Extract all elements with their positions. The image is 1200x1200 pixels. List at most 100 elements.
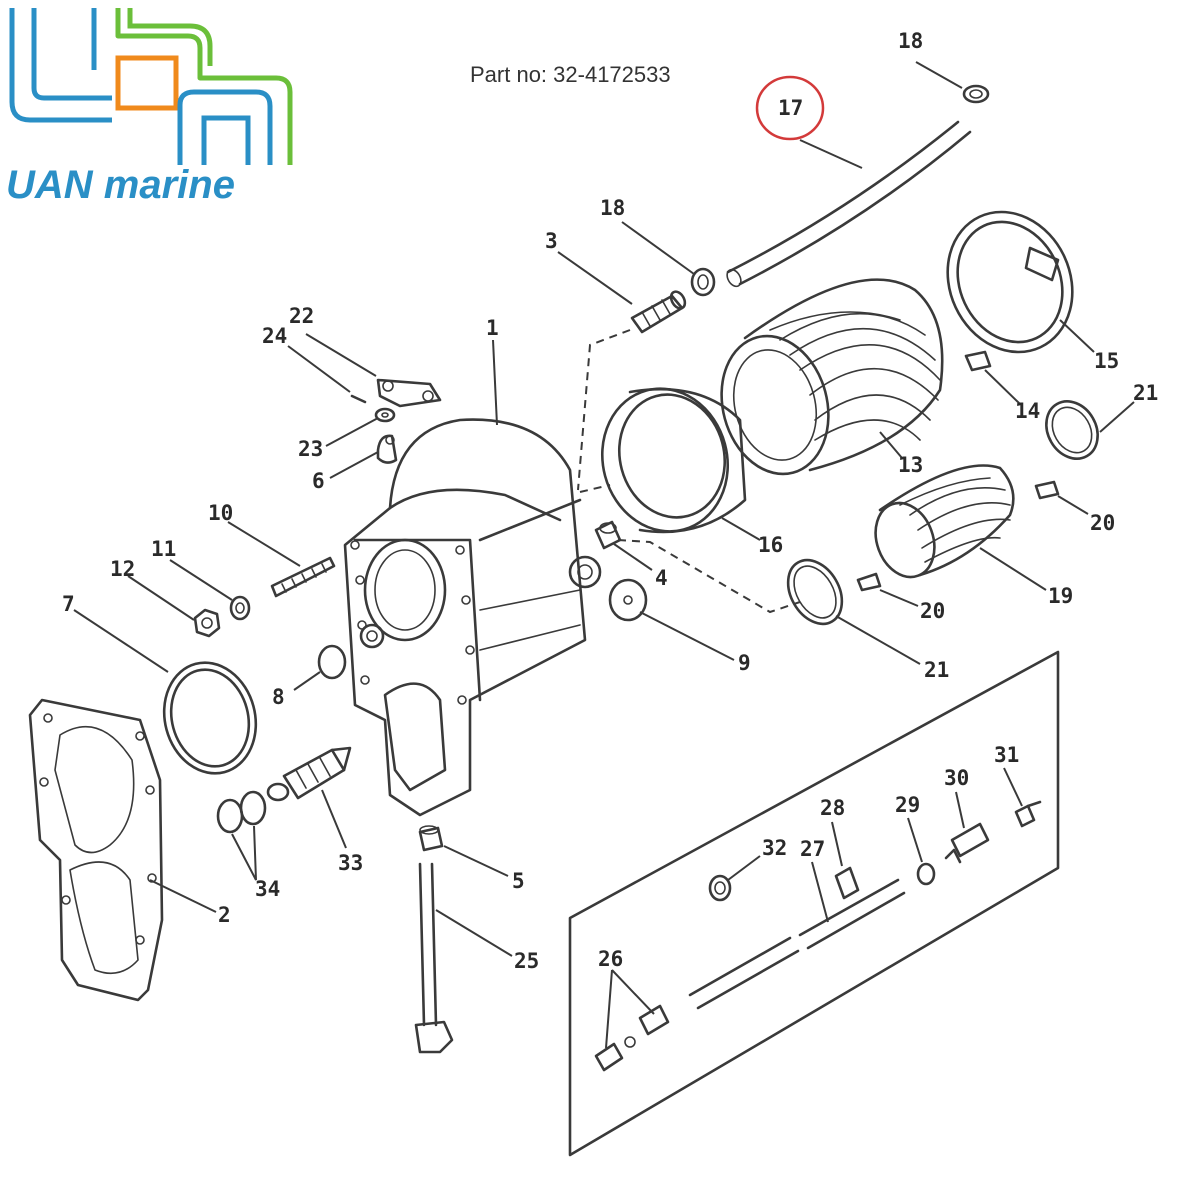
leader-31: [1003, 767, 1023, 807]
callout-34: 34: [255, 877, 280, 901]
fitting-26: [594, 1004, 670, 1072]
leader-3: [557, 251, 633, 305]
leader-7: [73, 609, 169, 673]
pin-24: [350, 394, 367, 404]
callout-1: 1: [486, 316, 499, 340]
ring-16: [600, 387, 747, 534]
logo-blue-outer: [9, 8, 112, 123]
leader-29: [907, 817, 923, 863]
fitting-28: [834, 866, 860, 900]
oring-7: [162, 661, 258, 775]
callout-18-top: 18: [898, 29, 923, 53]
oring-29: [916, 862, 936, 886]
leader-14: [984, 369, 1021, 405]
stud-10: [270, 556, 336, 598]
leader-24: [287, 345, 351, 393]
brand-name: UAN marine: [6, 163, 235, 207]
leader-11: [169, 559, 233, 601]
leader-18-mid: [621, 221, 695, 275]
leader-9: [639, 611, 735, 661]
leader-33: [321, 789, 347, 849]
leader-25: [435, 909, 513, 957]
plug-4: [594, 520, 622, 550]
hose-17: [726, 120, 972, 288]
callout-29: 29: [895, 793, 920, 817]
leader-20-upper: [1057, 495, 1089, 515]
clamp-18-top: [962, 84, 990, 104]
callout-19: 19: [1048, 584, 1073, 608]
logo-blue-n-inner: [201, 115, 251, 165]
leader-6: [329, 451, 379, 479]
valve-33: [266, 746, 352, 802]
fitting-31: [1014, 800, 1042, 828]
bellows-13: [720, 278, 944, 476]
tube-25: [414, 862, 454, 1054]
logo-green-path-inner: [127, 8, 213, 66]
callout-6: 6: [312, 469, 325, 493]
callout-28: 28: [820, 796, 845, 820]
callout-26: 26: [598, 947, 623, 971]
callout-3: 3: [545, 229, 558, 253]
leader-8: [293, 671, 321, 691]
leader-4: [613, 543, 653, 571]
fitting-3: [630, 290, 687, 334]
oring-34a: [216, 798, 244, 834]
callout-20-upper: 20: [1090, 511, 1115, 535]
oring-8: [317, 644, 347, 680]
logo-blue-inner: [31, 8, 112, 101]
callout-27: 27: [800, 837, 825, 861]
callout-25: 25: [514, 949, 539, 973]
part-number: Part no: 32-4172533: [470, 62, 671, 87]
bushing-5: [418, 825, 444, 852]
leader-2: [149, 879, 217, 913]
callout-8: 8: [272, 685, 285, 709]
logo-orange-square: [115, 55, 179, 111]
inset-kit-box: [568, 650, 1060, 1157]
washer-23: [374, 407, 396, 423]
leader-16: [721, 517, 761, 541]
clamp-32: [708, 874, 732, 902]
callout-11: 11: [151, 537, 176, 561]
leader-18-top: [915, 61, 963, 89]
callout-10: 10: [208, 501, 233, 525]
callout-30: 30: [944, 766, 969, 790]
uan-marine-logo: UAN marine: [6, 8, 293, 207]
leader-23: [325, 417, 379, 447]
leader-17: [799, 139, 863, 169]
leader-22: [305, 333, 377, 377]
callout-labels: 18 17 18 3 1 22 24 23 6 15 14 21 13 16 1…: [62, 29, 1158, 973]
housing-1: [343, 418, 602, 817]
washer-11: [229, 595, 251, 621]
bellows-19: [874, 464, 1015, 579]
dashed-route-3: [577, 329, 631, 491]
dashed-route-4: [617, 539, 801, 614]
leader-19: [979, 547, 1047, 591]
callout-31: 31: [994, 743, 1019, 767]
leader-30: [955, 791, 965, 829]
callout-21-upper: 21: [1133, 381, 1158, 405]
leader-34: [231, 825, 257, 881]
leader-5: [443, 845, 509, 877]
logo-blue-n: [177, 89, 273, 165]
callout-2: 2: [218, 903, 231, 927]
clip-20-upper: [1034, 480, 1060, 500]
clamp-21-upper: [1045, 400, 1099, 460]
gasket-2: [28, 698, 164, 1002]
lever-22: [376, 378, 442, 408]
leader-12: [127, 575, 195, 621]
washer-9: [608, 578, 648, 622]
callout-4: 4: [655, 566, 668, 590]
clip-20-lower: [856, 572, 882, 592]
callout-20-lower: 20: [920, 599, 945, 623]
tube-long: [688, 936, 800, 1010]
fitting-30: [944, 822, 990, 864]
leader-28: [831, 821, 843, 867]
callout-18-mid: 18: [600, 196, 625, 220]
callout-13: 13: [898, 453, 923, 477]
leader-15: [1059, 319, 1095, 353]
callout-23: 23: [298, 437, 323, 461]
clamp-21-lower: [786, 558, 844, 626]
bracket-6: [376, 434, 398, 464]
leader-26: [605, 969, 655, 1049]
